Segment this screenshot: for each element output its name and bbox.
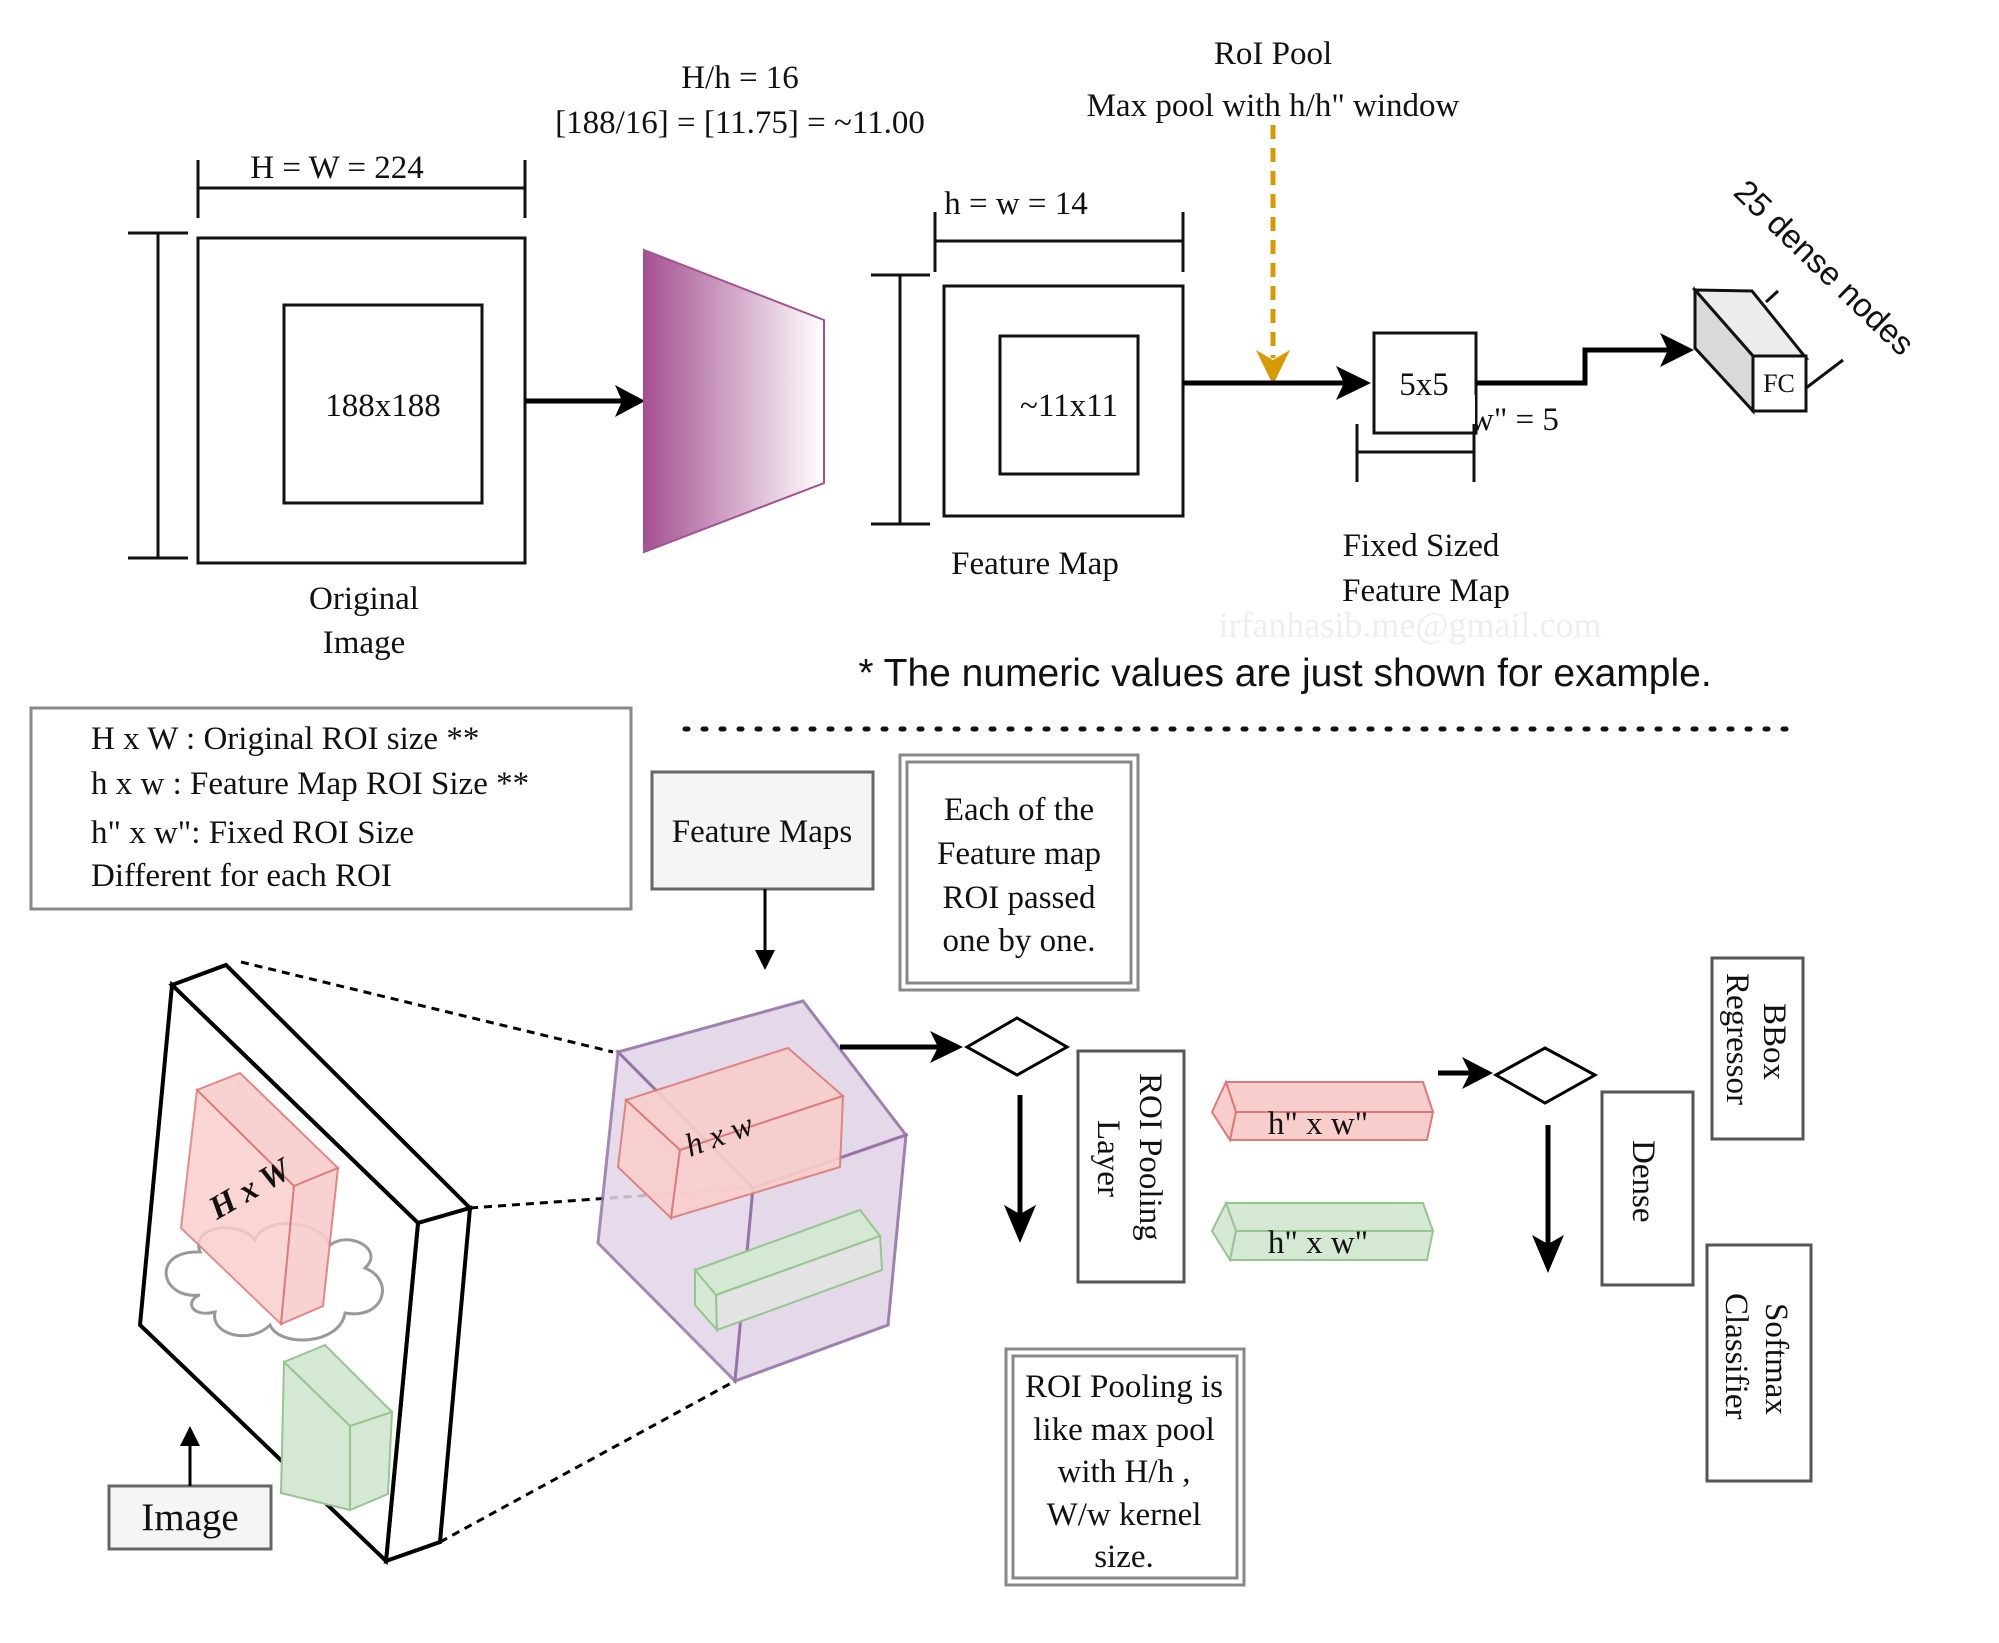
legend-line-4: Different for each ROI bbox=[91, 858, 392, 894]
original-dimension-label: H = W = 224 bbox=[250, 150, 424, 186]
roi-pooling-note-4: W/w kernel bbox=[1047, 1497, 1202, 1533]
ratio-label-1: H/h = 16 bbox=[681, 60, 799, 96]
legend-line-3: h" x w": Fixed ROI Size bbox=[91, 815, 414, 851]
feature-maps-label-box bbox=[650, 770, 875, 891]
feature-dimension-label: h = w = 14 bbox=[944, 186, 1088, 222]
dense-label: Dense bbox=[1625, 1140, 1661, 1222]
roi-pooling-note-5: size. bbox=[1094, 1539, 1154, 1575]
fixed-map-label-2: Feature Map bbox=[1342, 573, 1510, 609]
bbox-regressor-box bbox=[1710, 956, 1805, 1141]
dense-box bbox=[1600, 1090, 1695, 1287]
roi-pooling-note-1: ROI Pooling is bbox=[1025, 1369, 1223, 1405]
roi-pool-title: RoI Pool bbox=[1214, 36, 1332, 72]
original-roi-box bbox=[282, 303, 484, 505]
each-roi-note-1: Each of the bbox=[944, 792, 1094, 828]
fixed-width-label: w" = 5 bbox=[1470, 402, 1559, 438]
feature-maps-label: Feature Maps bbox=[672, 814, 853, 850]
softmax-classifier-label-1: Softmax bbox=[1758, 1303, 1794, 1415]
roi-pooling-layer-label-2: Layer bbox=[1090, 1120, 1126, 1197]
roi-pooling-note-3: with H/h , bbox=[1058, 1454, 1191, 1490]
original-roi-label: 188x188 bbox=[325, 388, 441, 424]
fc-label: FC bbox=[1763, 369, 1795, 398]
fixed-width-dimension bbox=[1355, 424, 1476, 482]
feature-width-dimension bbox=[933, 212, 1185, 272]
roi-pooling-note-box bbox=[1004, 1347, 1246, 1587]
feature-map-label: Feature Map bbox=[951, 546, 1119, 582]
each-roi-note-3: ROI passed bbox=[942, 880, 1096, 916]
roi-pool-arrow-head bbox=[1256, 350, 1290, 385]
roi-pool-description: Max pool with h/h" window bbox=[1087, 88, 1460, 124]
original-width-dimension bbox=[196, 160, 527, 218]
original-image-label-1: Original bbox=[309, 581, 419, 617]
dense-junction-diamond bbox=[1492, 1046, 1599, 1105]
fixed-roi-green-label: h" x w" bbox=[1268, 1225, 1368, 1261]
arrow-to-cnn-head bbox=[615, 385, 645, 417]
fixed-roi-green bbox=[1210, 1200, 1435, 1263]
fixed-feature-label: 5x5 bbox=[1399, 367, 1449, 403]
legend-line-2: h x w : Feature Map ROI Size ** bbox=[91, 766, 529, 802]
feature-height-dimension bbox=[871, 273, 930, 526]
image-roi-red bbox=[179, 1071, 340, 1327]
cnn-backbone-trapezoid bbox=[643, 248, 825, 554]
image-roi-green bbox=[279, 1343, 394, 1512]
each-roi-note-2: Feature map bbox=[937, 836, 1101, 872]
example-note: * The numeric values are just shown for … bbox=[858, 652, 1711, 695]
feature-roi-red bbox=[616, 1046, 845, 1221]
roi-pooling-junction-diamond bbox=[963, 1016, 1071, 1077]
original-height-dimension bbox=[128, 231, 188, 560]
feature-roi-green bbox=[693, 1208, 884, 1333]
each-roi-note-box bbox=[898, 753, 1140, 992]
legend-box bbox=[29, 706, 633, 911]
original-image-label-2: Image bbox=[323, 625, 405, 661]
roi-pooling-layer-label-1: ROI Pooling bbox=[1132, 1073, 1168, 1241]
softmax-classifier-box bbox=[1705, 1243, 1813, 1483]
each-roi-note-4: one by one. bbox=[942, 923, 1095, 959]
bbox-regressor-label-2: Regressor bbox=[1719, 973, 1755, 1105]
feature-roi-label: ~11x11 bbox=[1020, 388, 1118, 424]
legend-line-1: H x W : Original ROI size ** bbox=[91, 721, 479, 757]
bbox-regressor-label-1: BBox bbox=[1756, 1003, 1792, 1081]
fixed-roi-red bbox=[1210, 1079, 1435, 1143]
roi-pooling-layer-box bbox=[1076, 1049, 1186, 1284]
roi-pooling-note-2: like max pool bbox=[1033, 1412, 1214, 1448]
softmax-classifier-label-2: Classifier bbox=[1718, 1293, 1754, 1419]
feature-roi-box bbox=[998, 334, 1140, 476]
fixed-roi-red-label: h" x w" bbox=[1268, 1106, 1368, 1142]
watermark: irfanhasib.me@gmail.com bbox=[1218, 605, 1601, 645]
fc-block bbox=[1691, 286, 1844, 415]
ratio-label-2: [188/16] = [11.75] = ~11.00 bbox=[555, 105, 925, 141]
arrow-to-fc bbox=[1476, 347, 1670, 386]
fixed-map-label-1: Fixed Sized bbox=[1343, 528, 1500, 564]
image-label: Image bbox=[141, 1496, 238, 1539]
